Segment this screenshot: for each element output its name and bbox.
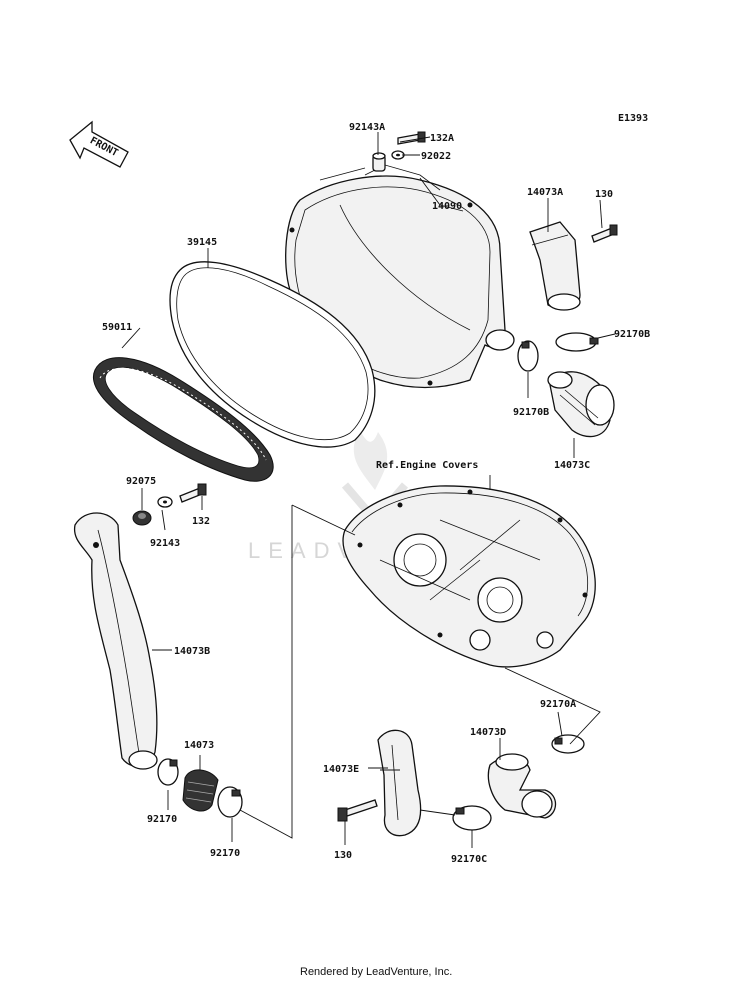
- label-14090: 14090: [432, 201, 462, 212]
- inner-engine-cover: [342, 485, 596, 668]
- label-132: 132: [192, 516, 210, 527]
- clamp-92170B-upper: [555, 332, 599, 352]
- duct-14073A: [529, 221, 581, 311]
- elbow-14073C: [547, 371, 615, 438]
- duct-14073B: [73, 512, 158, 770]
- drive-belt-59011: [93, 357, 274, 482]
- bolt-132: [179, 483, 207, 503]
- label-39145: 39145: [187, 237, 217, 248]
- label-92170-left: 92170: [147, 814, 177, 825]
- label-92170B-top: 92170B: [614, 329, 650, 340]
- label-132A: 132A: [430, 133, 454, 144]
- gasket-39145: [169, 261, 376, 448]
- bolt-130-bottom: [337, 799, 378, 822]
- bolt-130-top: [591, 224, 618, 243]
- label-92170C: 92170C: [451, 854, 487, 865]
- label-130-bottom: 130: [334, 850, 352, 861]
- clamp-92170-left: [157, 758, 179, 786]
- label-14073D: 14073D: [470, 727, 506, 738]
- label-14073B: 14073B: [174, 646, 210, 657]
- label-92143A: 92143A: [349, 122, 385, 133]
- washer-92143: [157, 496, 173, 508]
- front-arrow-icon: FRONT: [69, 120, 129, 168]
- label-59011: 59011: [102, 322, 132, 333]
- clamp-92170C: [452, 805, 492, 831]
- label-92022: 92022: [421, 151, 451, 162]
- duct-14073E: [377, 729, 422, 837]
- label-92170B-bottom: 92170B: [513, 407, 549, 418]
- part-labels: 92143A 132A 92022 14090 14073A 130 92170…: [102, 122, 650, 865]
- clamp-92170B-lower: [517, 340, 539, 372]
- clamp-92170A: [551, 734, 585, 754]
- label-14073C: 14073C: [554, 460, 590, 471]
- label-14073A: 14073A: [527, 187, 563, 198]
- label-92170A: 92170A: [540, 699, 576, 710]
- label-130-top: 130: [595, 189, 613, 200]
- diagram-code: E1393: [618, 113, 648, 124]
- collar-92143A: [372, 152, 386, 172]
- leader-lines: [121, 132, 616, 848]
- grommet-92075: [132, 510, 152, 526]
- boot-14073: [182, 769, 219, 812]
- label-92075: 92075: [126, 476, 156, 487]
- elbow-14073D: [487, 753, 557, 819]
- label-14073E: 14073E: [323, 764, 359, 775]
- label-92143: 92143: [150, 538, 180, 549]
- label-ref-engine-covers: Ref.Engine Covers: [376, 459, 478, 471]
- bolt-132A: [397, 131, 426, 145]
- label-92170-mid: 92170: [210, 848, 240, 859]
- clamp-92170-mid: [217, 786, 243, 818]
- footer-credit: Rendered by LeadVenture, Inc.: [300, 966, 452, 978]
- label-14073: 14073: [184, 740, 214, 751]
